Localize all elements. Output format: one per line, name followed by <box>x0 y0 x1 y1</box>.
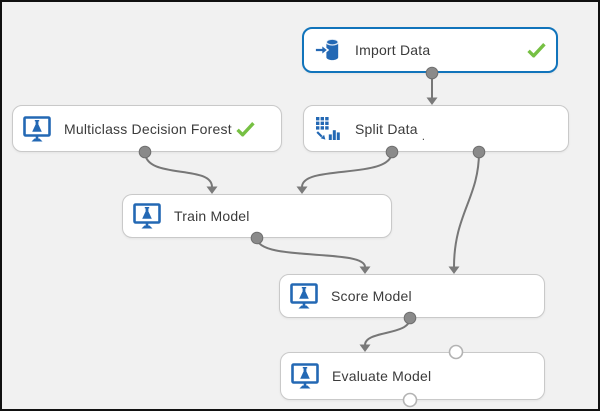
node-import-data[interactable]: Import Data <box>302 27 558 73</box>
connection-multiclass-decision-forest-to-train-model[interactable] <box>144 151 213 188</box>
ml-module-icon <box>290 363 320 389</box>
arrowhead-into-score-model-left <box>359 266 371 274</box>
label-suffix-dot: . <box>421 129 426 143</box>
import-data-icon <box>313 37 343 63</box>
node-score-model[interactable]: Score Model <box>279 274 545 318</box>
success-check-icon <box>527 43 546 58</box>
arrowhead-into-evaluate-model <box>359 344 371 352</box>
arrowhead-into-score-model-right <box>448 266 460 274</box>
node-evaluate-model[interactable]: Evaluate Model <box>280 352 545 400</box>
node-label: Import Data <box>355 42 431 58</box>
ml-module-icon <box>289 283 319 309</box>
arrowhead-into-train-model-left <box>206 186 218 194</box>
node-split-data[interactable]: Split Data . <box>303 105 569 152</box>
connection-split-data-to-train-model[interactable] <box>301 151 393 188</box>
arrowhead-into-train-model-right <box>296 186 308 194</box>
node-label: Evaluate Model <box>332 368 432 384</box>
node-label: Score Model <box>331 288 412 304</box>
connection-score-model-to-evaluate-model[interactable] <box>364 317 411 346</box>
connection-train-model-to-score-model[interactable] <box>256 237 366 268</box>
ml-module-icon <box>22 115 52 142</box>
node-train-model[interactable]: Train Model <box>122 194 392 238</box>
node-label: Train Model <box>174 208 250 224</box>
node-multiclass-decision-forest[interactable]: Multiclass Decision Forest <box>12 105 282 152</box>
connection-split-data-to-score-model[interactable] <box>453 151 480 268</box>
node-label: Multiclass Decision Forest <box>64 120 232 137</box>
success-check-icon <box>236 121 255 136</box>
arrowhead-into-split-data <box>426 97 438 105</box>
split-data-icon <box>313 116 343 142</box>
node-label: Split Data <box>355 120 418 137</box>
ml-module-icon <box>132 203 162 229</box>
